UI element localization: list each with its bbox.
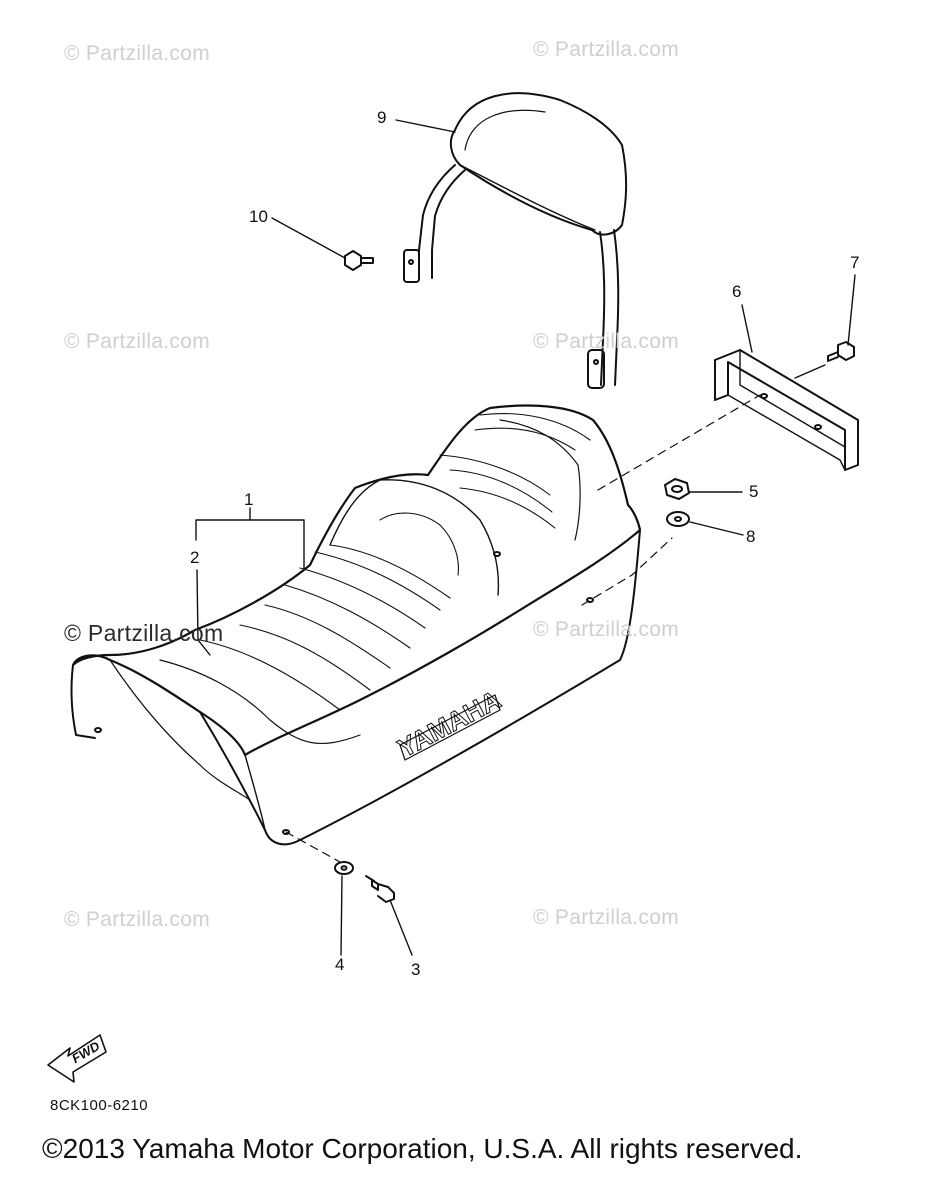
copyright-notice: ©2013 Yamaha Motor Corporation, U.S.A. A… (42, 1133, 803, 1164)
watermark: © Partzilla.com (533, 330, 680, 353)
washer-8 (666, 511, 690, 527)
seat (70, 404, 642, 846)
bolt-7 (827, 341, 855, 362)
callout-6: 6 (732, 282, 742, 301)
seat-brand-logo: YAMAHA (393, 684, 506, 763)
leader-2 (196, 569, 211, 656)
callout-5: 5 (749, 482, 759, 501)
watermark: © Partzilla.com (64, 330, 211, 353)
leader-6-7 (794, 364, 826, 379)
watermark: © Partzilla.com (64, 908, 211, 931)
leader-10 (271, 217, 346, 259)
leader-3 (389, 899, 413, 956)
bolt-3 (365, 875, 395, 903)
nut-5 (664, 478, 690, 500)
washer-4 (334, 861, 354, 875)
leader-4 (340, 875, 343, 956)
leader-9 (395, 119, 456, 133)
callout-1: 1 (244, 490, 254, 509)
backrest (403, 92, 628, 389)
dashed-line-washer (581, 537, 673, 606)
dashed-line-front (285, 831, 341, 863)
bolt-10 (344, 250, 374, 271)
watermark: © Partzilla.com (533, 618, 680, 641)
leader-6 (741, 304, 753, 353)
leader-1 (195, 507, 305, 571)
fwd-label: FWD (69, 1038, 103, 1066)
callout-9: 9 (377, 108, 387, 127)
watermark: © Partzilla.com (64, 42, 211, 65)
callout-8: 8 (746, 527, 756, 546)
fwd-arrow-icon (47, 1034, 107, 1083)
dashed-line-bracket (597, 394, 761, 491)
watermark: © Partzilla.com (533, 906, 680, 929)
leader-7 (847, 274, 856, 346)
callout-3: 3 (411, 960, 421, 979)
watermark: © Partzilla.com (64, 620, 224, 646)
callout-2: 2 (190, 548, 200, 567)
leader-8 (689, 521, 744, 536)
bracket (714, 349, 859, 471)
callout-10: 10 (249, 207, 268, 226)
callout-7: 7 (850, 253, 860, 272)
diagram-code: 8CK100-6210 (50, 1097, 149, 1114)
watermark: © Partzilla.com (533, 38, 680, 61)
callout-4: 4 (335, 955, 345, 974)
